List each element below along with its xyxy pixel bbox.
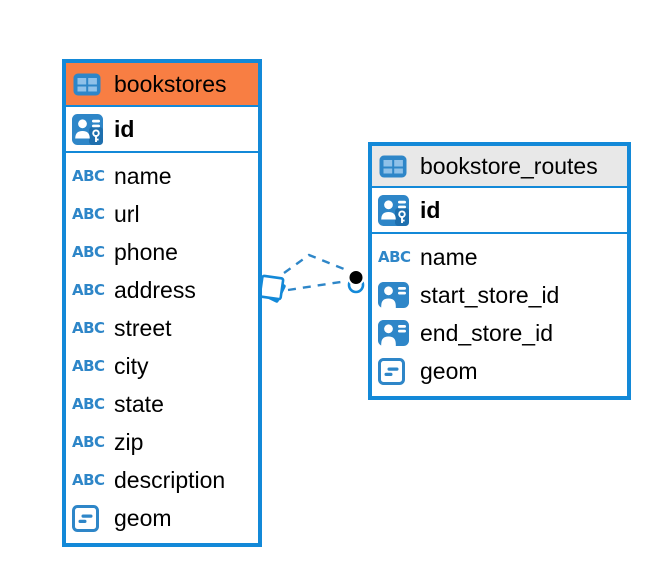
column-row[interactable]: ABC zip <box>66 423 258 461</box>
column-icon-cell: ABC <box>72 243 114 261</box>
connector-source-marker-icon[interactable] <box>258 274 287 304</box>
column-name: zip <box>114 428 144 455</box>
column-icon-cell: ABC <box>72 319 114 337</box>
primary-key-icon <box>378 194 409 226</box>
text-icon: ABC <box>72 319 105 337</box>
text-icon: ABC <box>72 205 105 223</box>
column-name: address <box>114 276 196 303</box>
column-name: geom <box>420 357 478 384</box>
primary-key-icon <box>72 113 103 145</box>
column-name: end_store_id <box>420 319 553 346</box>
column-row[interactable]: geom <box>66 499 258 537</box>
text-icon: ABC <box>72 395 105 413</box>
primary-key-row[interactable]: id <box>372 188 627 234</box>
reference-icon <box>378 282 409 308</box>
relationship-line-upper[interactable] <box>283 253 350 274</box>
table-name: bookstores <box>114 70 227 97</box>
table-header[interactable]: bookstore_routes <box>372 146 627 188</box>
column-icon-cell: ABC <box>72 357 114 375</box>
column-row[interactable]: ABC city <box>66 347 258 385</box>
column-icon-cell: ABC <box>72 205 114 223</box>
column-name: phone <box>114 238 178 265</box>
column-icon-cell: ABC <box>72 471 114 489</box>
column-row[interactable]: start_store_id <box>372 276 627 314</box>
column-row[interactable]: ABC name <box>372 238 627 276</box>
column-name: id <box>114 115 135 142</box>
column-icon-cell <box>72 113 114 145</box>
column-row[interactable]: ABC phone <box>66 233 258 271</box>
reference-icon <box>378 320 409 346</box>
table-icon <box>379 155 407 178</box>
text-icon: ABC <box>72 357 105 375</box>
column-name: id <box>420 196 441 223</box>
column-name: description <box>114 466 226 493</box>
column-name: geom <box>114 504 172 531</box>
relationship-line-lower[interactable] <box>287 279 348 292</box>
column-name: state <box>114 390 164 417</box>
text-icon: ABC <box>72 243 105 261</box>
text-icon: ABC <box>72 167 105 185</box>
column-row[interactable]: ABC name <box>66 157 258 195</box>
column-name: name <box>114 162 172 189</box>
column-name: street <box>114 314 172 341</box>
column-icon-cell: ABC <box>72 167 114 185</box>
table-header[interactable]: bookstores <box>66 63 258 107</box>
geometry-icon <box>378 357 405 385</box>
column-icon-cell <box>378 194 420 226</box>
column-row[interactable]: ABC state <box>66 385 258 423</box>
relationship-connector[interactable] <box>258 253 365 304</box>
column-row[interactable]: ABC street <box>66 309 258 347</box>
column-name: start_store_id <box>420 281 560 308</box>
column-icon-cell <box>378 320 420 346</box>
text-icon: ABC <box>72 471 105 489</box>
column-name: city <box>114 352 149 379</box>
column-icon-cell: ABC <box>72 433 114 451</box>
column-icon-cell: ABC <box>72 281 114 299</box>
column-icon-cell <box>378 357 420 385</box>
column-row[interactable]: ABC url <box>66 195 258 233</box>
connector-target-marker-icon[interactable] <box>347 269 365 294</box>
geometry-icon <box>72 504 99 532</box>
column-row[interactable]: end_store_id <box>372 314 627 352</box>
column-row[interactable]: geom <box>372 352 627 390</box>
column-icon-cell <box>378 282 420 308</box>
column-row[interactable]: ABC description <box>66 461 258 499</box>
column-icon-cell: ABC <box>378 248 420 266</box>
primary-key-row[interactable]: id <box>66 107 258 153</box>
column-name: name <box>420 243 478 270</box>
text-icon: ABC <box>72 433 105 451</box>
table-icon <box>73 73 101 96</box>
column-name: url <box>114 200 140 227</box>
column-icon-cell: ABC <box>72 395 114 413</box>
table-name: bookstore_routes <box>420 152 598 179</box>
text-icon: ABC <box>378 248 411 266</box>
column-row[interactable]: ABC address <box>66 271 258 309</box>
text-icon: ABC <box>72 281 105 299</box>
column-icon-cell <box>72 504 114 532</box>
